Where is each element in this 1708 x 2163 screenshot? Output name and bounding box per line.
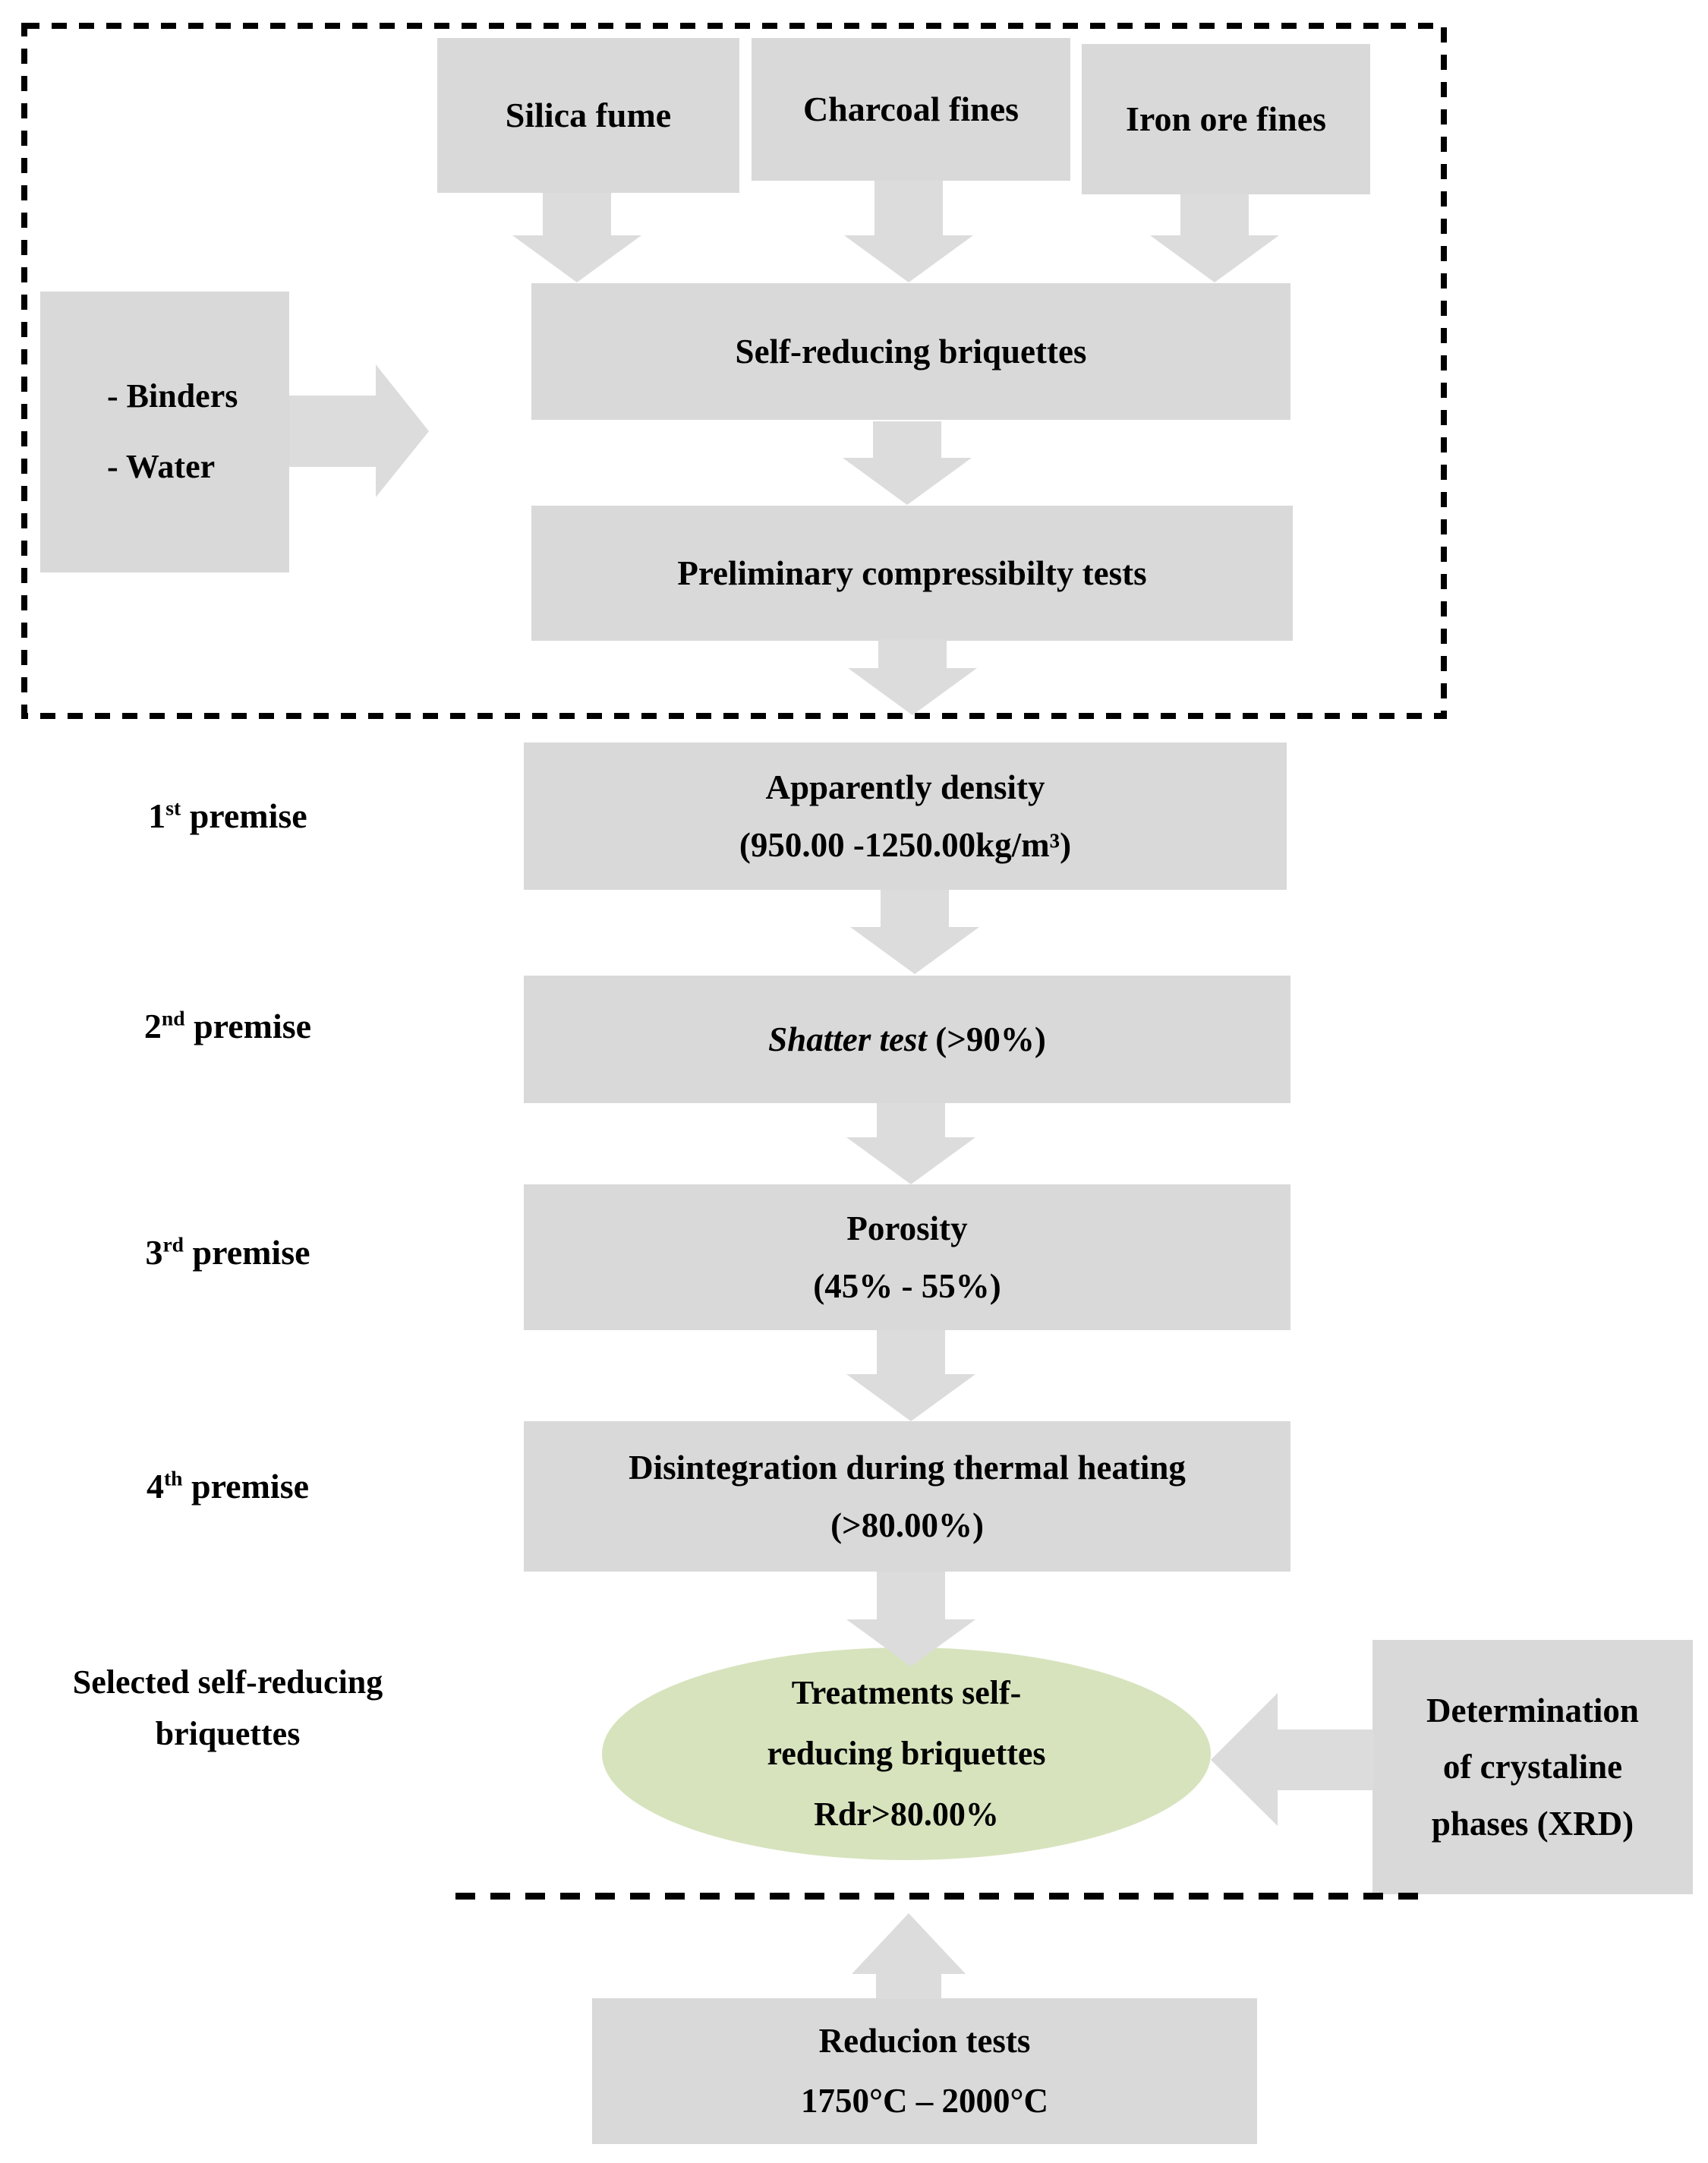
xrd-line1: Determination — [1426, 1692, 1639, 1730]
self-reducing-briquettes-box: Self-reducing briquettes — [531, 283, 1290, 420]
iron-ore-fines-box: Iron ore fines — [1082, 44, 1370, 194]
apparent-density-line2: (950.00 -1250.00kg/m³) — [739, 826, 1072, 864]
premise-3-label: 3rd premise — [145, 1232, 310, 1272]
charcoal-fines-label: Charcoal fines — [802, 89, 1019, 128]
preliminary-compressibility-box: Preliminary compressibilty tests — [531, 506, 1293, 641]
arrow-binders-right — [289, 364, 429, 497]
porosity-line2: (45% - 55%) — [813, 1267, 1001, 1305]
apparent-density-line1: Apparently density — [765, 768, 1045, 806]
silica-fume-label: Silica fume — [505, 95, 672, 134]
arrow-porosity-down — [846, 1330, 975, 1421]
arrow-shatter-down — [846, 1103, 975, 1184]
binders-label: - Binders — [107, 377, 238, 415]
preliminary-compressibility-label: Preliminary compressibilty tests — [677, 553, 1147, 592]
premise-2-label: 2nd premise — [143, 1006, 312, 1045]
treatments-ellipse: Treatments self- reducing briquettes Rdr… — [602, 1647, 1211, 1860]
charcoal-fines-box: Charcoal fines — [752, 38, 1070, 181]
iron-ore-fines-label: Iron ore fines — [1125, 99, 1327, 138]
arrow-charcoal-down — [844, 181, 973, 282]
premise-1-label: 1st premise — [148, 796, 307, 835]
premise-4-label: 4th premise — [146, 1466, 310, 1506]
shatter-test-box: Shatter test (>90%) — [524, 976, 1290, 1103]
preparation-dashed-border — [21, 23, 1447, 719]
binders-water-box: - Binders - Water — [40, 292, 289, 572]
xrd-box: Determination of crystaline phases (XRD) — [1372, 1640, 1693, 1894]
xrd-line3: phases (XRD) — [1431, 1804, 1634, 1843]
thermal-disintegration-line1: Disintegration during thermal heating — [629, 1448, 1186, 1487]
shatter-test-label: Shatter test (>90%) — [768, 1020, 1046, 1058]
arrow-disintegration-down — [846, 1572, 975, 1666]
self-reducing-briquettes-label: Self-reducing briquettes — [735, 332, 1087, 370]
water-label: - Water — [107, 448, 216, 485]
thermal-disintegration-line2: (>80.00%) — [830, 1506, 984, 1544]
porosity-box: Porosity (45% - 55%) — [524, 1184, 1290, 1330]
reduction-tests-line1: Reducion tests — [818, 2022, 1031, 2061]
treatments-line3: Rdr>80.00% — [814, 1796, 999, 1834]
porosity-line1: Porosity — [846, 1209, 968, 1247]
thermal-disintegration-box: Disintegration during thermal heating (>… — [524, 1421, 1290, 1572]
selected-briquettes-label: Selected self-reducing briquettes — [72, 1663, 383, 1753]
arrow-reduction-up — [852, 1913, 966, 1999]
arrow-compressibility-down — [848, 639, 977, 715]
apparent-density-box: Apparently density (950.00 -1250.00kg/m³… — [524, 743, 1287, 890]
arrow-density-down — [850, 890, 979, 974]
arrow-xrd-left — [1211, 1693, 1373, 1826]
arrow-iron-ore-down — [1150, 194, 1279, 282]
reduction-tests-line2: 1750°C – 2000°C — [801, 2082, 1048, 2120]
treatments-line1: Treatments self- — [791, 1673, 1022, 1711]
selection-dashed-line — [455, 1893, 1421, 1900]
xrd-line2: of crystaline — [1442, 1748, 1623, 1786]
treatments-line2: reducing briquettes — [767, 1734, 1046, 1772]
reduction-tests-box: Reducion tests 1750°C – 2000°C — [592, 1998, 1257, 2144]
arrow-briquettes-down — [843, 421, 972, 505]
silica-fume-box: Silica fume — [437, 38, 739, 193]
arrow-silica-down — [512, 193, 641, 282]
